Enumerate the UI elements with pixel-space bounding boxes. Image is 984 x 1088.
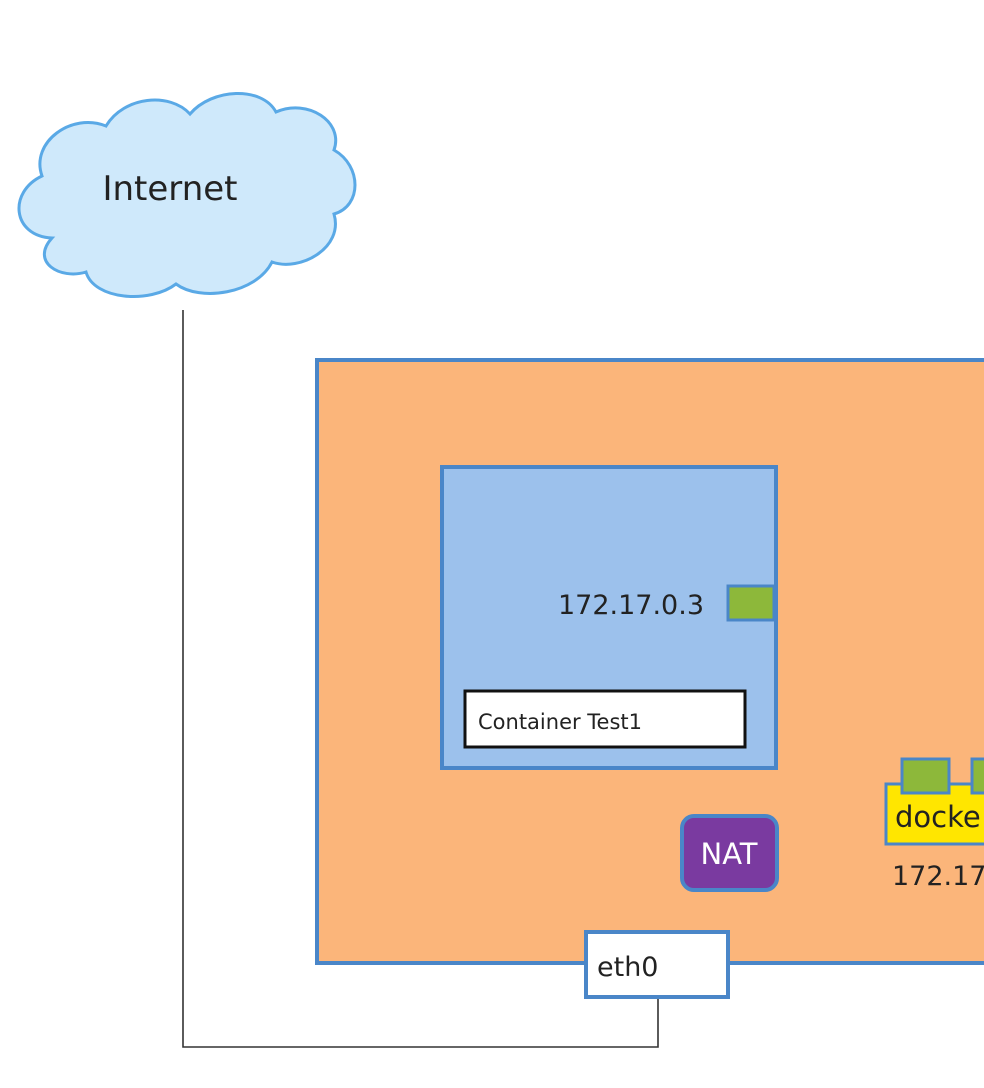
bridge-label: docke bbox=[895, 800, 981, 834]
container-port bbox=[726, 584, 776, 622]
nat-label: NAT bbox=[701, 837, 758, 871]
container-name-box bbox=[463, 689, 747, 749]
container-ip-label: 172.17.0.3 bbox=[558, 590, 704, 621]
docker-bridge: docke 172.17 bbox=[884, 757, 984, 892]
container-name-label: Container Test1 bbox=[478, 710, 642, 734]
bridge-ip-label: 172.17 bbox=[892, 861, 984, 892]
eth0-label: eth0 bbox=[597, 952, 659, 983]
bridge-port-1 bbox=[900, 757, 951, 795]
nat-box bbox=[680, 814, 779, 892]
bridge-port-2 bbox=[970, 757, 984, 795]
nat-node: NAT bbox=[680, 814, 779, 892]
cloud-shape bbox=[17, 92, 357, 298]
cloud-label: Internet bbox=[102, 169, 237, 209]
internet-to-eth0-line bbox=[182, 310, 659, 1048]
container-test1: 172.17.0.3 Container Test1 bbox=[440, 465, 778, 770]
eth0-box bbox=[584, 930, 730, 999]
eth0-node: eth0 bbox=[584, 930, 730, 999]
internet-cloud: Internet bbox=[17, 92, 357, 298]
